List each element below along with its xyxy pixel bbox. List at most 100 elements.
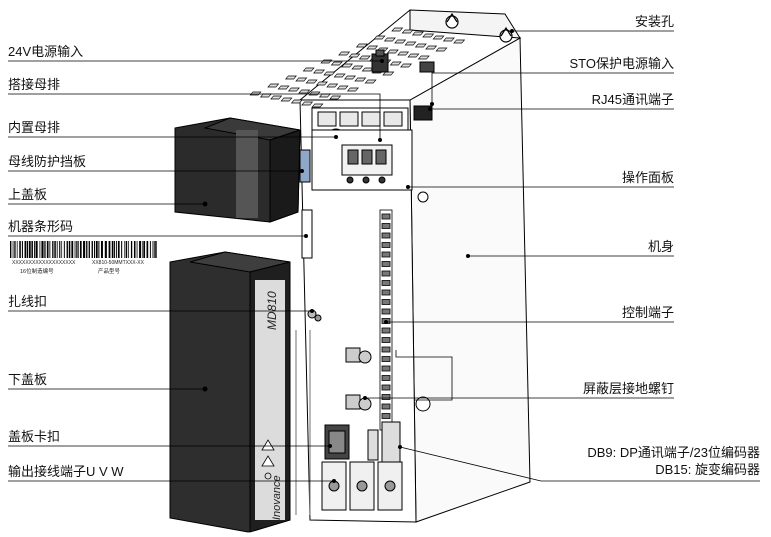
leader-lines	[8, 30, 760, 482]
barcode-bar	[46, 241, 49, 258]
label-sto-input: STO保护电源输入	[569, 56, 675, 71]
barcode-bar	[44, 241, 46, 258]
barcode-bar	[41, 241, 44, 258]
vent-slot	[397, 51, 410, 56]
vent-slot	[404, 41, 417, 46]
vent-slot	[329, 95, 342, 100]
shield-screw-icon	[345, 191, 431, 412]
barcode-bar	[12, 241, 14, 258]
vent-slot	[287, 87, 300, 92]
barcode-bar	[39, 241, 41, 258]
vent-slot	[386, 49, 399, 54]
leader-dots	[202, 29, 514, 483]
model-mark: MD810	[265, 291, 279, 330]
db-connectors	[367, 421, 401, 463]
vent-slot	[351, 65, 364, 70]
vent-slot	[341, 63, 354, 68]
barcode-bar	[121, 241, 123, 258]
terminal-pin	[381, 299, 391, 305]
barcode-bar	[153, 241, 155, 258]
barcode-bar	[79, 241, 82, 258]
terminal-pin	[381, 413, 391, 419]
terminal-pin	[381, 384, 391, 391]
label-bridge-busbar: 搭接母排	[8, 77, 61, 92]
label-barcode: 机器条形码	[8, 219, 74, 234]
label-db15: DB15: 旋变编码器	[655, 462, 760, 477]
vent-slot	[320, 59, 333, 64]
vent-slot	[435, 47, 448, 52]
vent-slot	[382, 71, 395, 76]
barcode-bar	[76, 241, 78, 258]
label-output-terminal: 输出接线端子U V W	[8, 464, 124, 479]
vent-slot	[417, 55, 430, 60]
vent-slot	[284, 75, 297, 80]
barcode-serial-caption: 16位制造编号	[20, 267, 54, 275]
vent-slot	[290, 99, 303, 104]
vent-slot	[301, 101, 314, 106]
label-internal-busbar: 内置母排	[8, 120, 61, 135]
vent-slot	[267, 83, 280, 88]
barcode-bar	[34, 241, 35, 258]
barcode-bar	[29, 241, 31, 258]
vent-slot	[355, 43, 368, 48]
barcode-bar	[16, 241, 18, 258]
vent-slot	[407, 53, 420, 58]
barcode-bar	[31, 241, 33, 258]
barcode-bar	[49, 241, 51, 258]
terminal-pin	[381, 375, 391, 381]
barcode-bar	[91, 241, 93, 258]
label-operation-panel: 操作面板	[621, 170, 674, 185]
barcode-bar	[86, 241, 88, 258]
barcode-bar	[125, 241, 128, 258]
barcode-bar	[117, 241, 120, 258]
terminal-pin	[381, 242, 391, 248]
vent-slot	[305, 79, 318, 84]
label-db9: DB9: DP通讯端子/23位编码器	[587, 445, 760, 460]
barcode-bar	[128, 241, 130, 258]
vent-slot	[302, 67, 315, 72]
barcode-bar	[130, 241, 133, 258]
vent-slot	[414, 43, 427, 48]
terminal-pin	[381, 280, 391, 286]
vent-slot	[453, 39, 466, 44]
top-cover	[174, 117, 301, 223]
vent-slot	[330, 61, 343, 66]
label-cable-tie: 扎线扣	[8, 294, 48, 309]
vent-slot	[295, 77, 308, 82]
vent-slot	[354, 77, 367, 82]
terminal-pin	[381, 251, 391, 258]
terminal-pin	[381, 213, 391, 220]
vent-slot	[343, 75, 356, 80]
barcode-bar	[83, 241, 86, 258]
barcode-bar	[139, 241, 142, 258]
label-body: 机身	[647, 239, 674, 254]
barcode-serial: XXXXXXXXXXXXXXXXXXX	[12, 260, 76, 266]
barcode-sample	[8, 240, 158, 268]
vent-slot	[411, 31, 424, 36]
vent-slot	[432, 35, 445, 40]
vent-slot	[348, 53, 361, 58]
brand-mark: Inovance	[271, 475, 283, 520]
vent-slot	[249, 91, 262, 96]
label-shield-screw: 屏蔽层接地螺钉	[582, 381, 674, 396]
terminal-pin	[381, 232, 391, 239]
barcode-bar	[19, 241, 21, 258]
vent-slot	[333, 73, 346, 78]
cover-clip	[324, 424, 350, 460]
vent-slot	[425, 45, 438, 50]
vent-slot	[298, 89, 311, 94]
barcode-bar	[52, 241, 54, 258]
busbar-guard	[299, 149, 311, 183]
vent-slot	[400, 63, 413, 68]
barcode-bar	[61, 241, 63, 258]
barcode-bar	[152, 241, 154, 258]
barcode-bar	[24, 241, 27, 258]
barcode-bar	[68, 241, 71, 258]
terminal-pin	[381, 365, 391, 372]
label-mounting-hole: 安装孔	[634, 14, 674, 29]
vent-slot	[311, 103, 324, 108]
barcode-bar	[26, 241, 29, 258]
vent-slot	[313, 69, 325, 74]
barcode-bar	[74, 241, 76, 258]
